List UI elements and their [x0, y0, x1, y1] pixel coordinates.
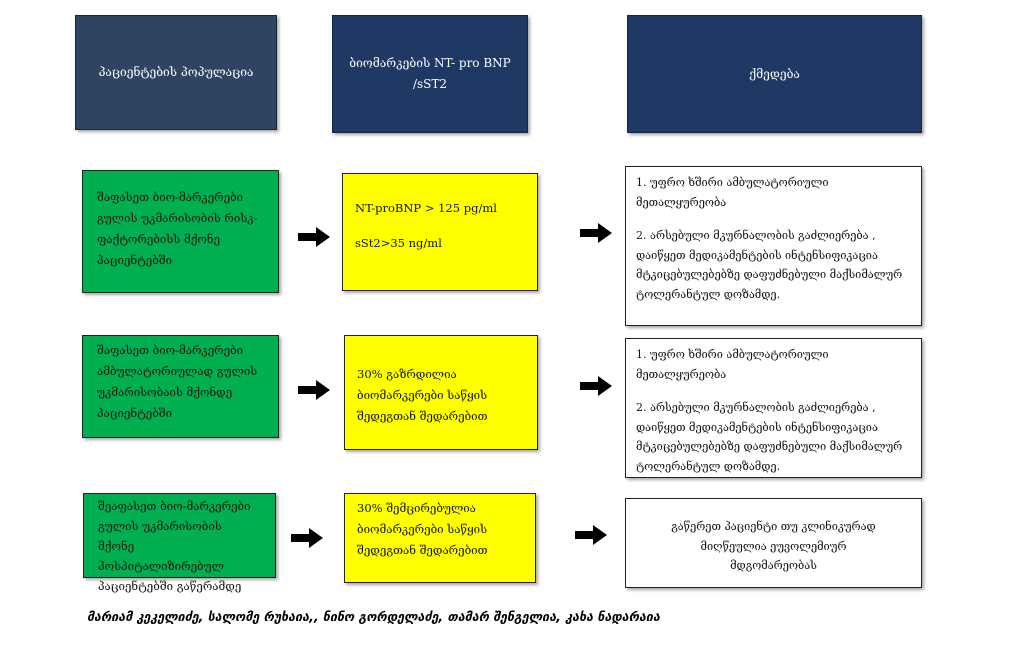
header-action: ქმედება — [627, 15, 922, 133]
arrow-right-icon — [298, 227, 330, 247]
arrow-right-icon — [580, 376, 612, 396]
action-text: 2. არსებული მკურნალობის გაძლიერება , დაი… — [636, 401, 903, 473]
biomarker-text: NT-proBNP > 125 pg/ml — [355, 201, 497, 215]
population-text: შაფასეთ ბიო-მარკერები ამბულატორიულად გულ… — [97, 343, 258, 420]
population-text: შაფასეთ ბიო-მარკერები გულის უკმარისობის … — [97, 190, 258, 267]
header-biomarkers: ბიომარკების NT- pro BNP /sST2 — [332, 15, 528, 133]
arrow-right-icon — [291, 528, 323, 548]
biomarker-box-2: 30% გაზრდილია ბიომარკერები საწყის შედეგთ… — [344, 335, 538, 450]
header-population: პაციენტების პოპულაცია — [75, 15, 277, 130]
arrow-right-icon — [298, 380, 330, 400]
population-box-1: შაფასეთ ბიო-მარკერები გულის უკმარისობის … — [82, 170, 279, 293]
header-label: პაციენტების პოპულაცია — [98, 65, 254, 79]
biomarker-text: 30% შემცირებულია ბიომარკერები საწყის შედ… — [357, 501, 488, 557]
population-box-2: შაფასეთ ბიო-მარკერები ამბულატორიულად გულ… — [82, 335, 279, 438]
action-text: 1. უფრო ხშირი ამბულატორიული მეთალყურეობა — [636, 348, 829, 381]
header-label: ქმედება — [749, 66, 800, 81]
population-text: შეაფასეთ ბიო-მარკერები გულის უკმარისობის… — [98, 499, 251, 593]
arrow-right-icon — [575, 525, 607, 545]
action-text: 2. არსებული მკურნალობის გაძლიერება , დაი… — [636, 229, 903, 301]
action-box-1: 1. უფრო ხშირი ამბულატორიული მეთალყურეობა… — [625, 166, 922, 326]
action-text: გაწერეთ პაციენტი თუ კლინიკურად მიღწეულია… — [671, 520, 876, 572]
biomarker-text: 30% გაზრდილია ბიომარკერები საწყის შედეგთ… — [357, 367, 488, 423]
action-text: 1. უფრო ხშირი ამბულატორიული მეთალყურეობა — [636, 176, 829, 209]
arrow-right-icon — [580, 223, 612, 243]
biomarker-box-3: 30% შემცირებულია ბიომარკერები საწყის შედ… — [344, 493, 536, 583]
header-label: ბიომარკების NT- pro BNP /sST2 — [349, 56, 511, 91]
population-box-3: შეაფასეთ ბიო-მარკერები გულის უკმარისობის… — [83, 493, 276, 593]
action-box-2: 1. უფრო ხშირი ამბულატორიული მეთალყურეობა… — [625, 338, 922, 478]
action-box-3: გაწერეთ პაციენტი თუ კლინიკურად მიღწეულია… — [625, 498, 922, 588]
biomarker-box-1: NT-proBNP > 125 pg/ml sSt2>35 ng/ml — [342, 173, 538, 291]
authors: მარიამ კეკელიძე, სალომე რუხაია,, ნინო გო… — [87, 609, 660, 624]
biomarker-text: sSt2>35 ng/ml — [355, 236, 442, 250]
